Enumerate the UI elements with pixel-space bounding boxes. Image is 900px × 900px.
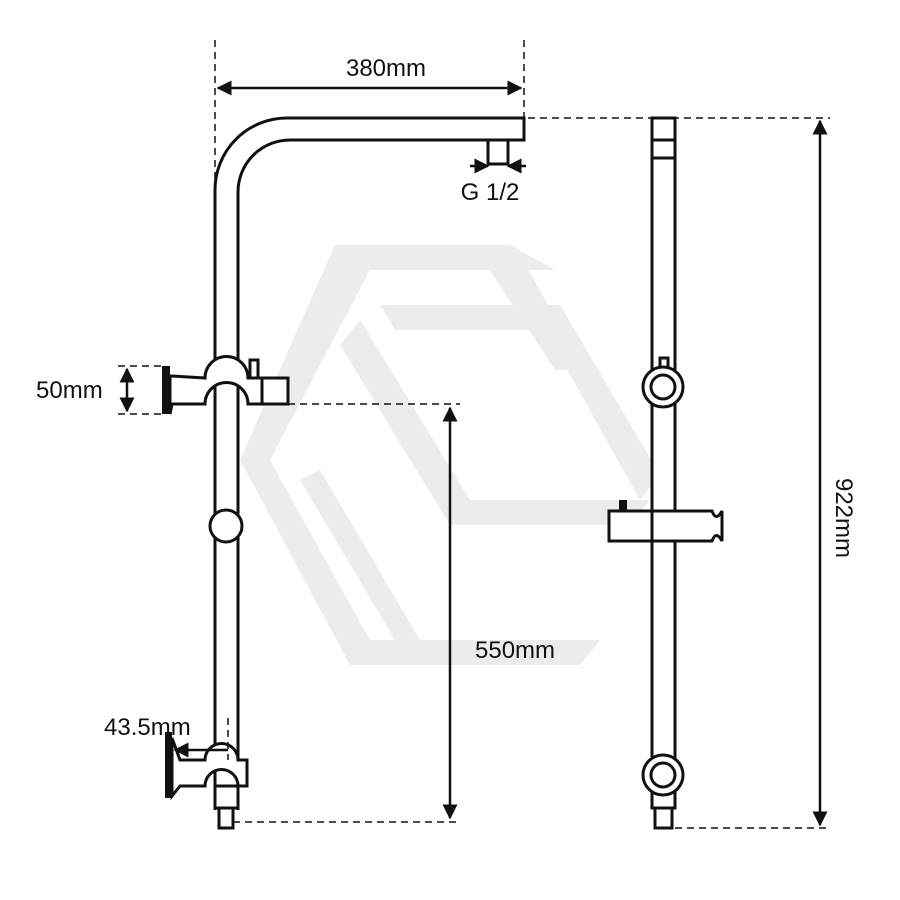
- dimension-lines: [118, 40, 830, 829]
- shower-rail-left-view: [162, 116, 526, 830]
- dimension-labels: 380mm G 1/2 50mm 550mm 43.5mm 922mm: [36, 55, 857, 741]
- label-bracket-height: 50mm: [36, 377, 103, 404]
- label-rail-length: 550mm: [475, 637, 555, 664]
- shower-rail-side-view: [607, 116, 724, 830]
- outlet-thread: [486, 138, 510, 166]
- label-thread: G 1/2: [461, 179, 520, 206]
- label-arm-length: 380mm: [346, 55, 426, 82]
- label-total-height: 922mm: [830, 478, 857, 558]
- label-bracket-offset: 43.5mm: [104, 714, 191, 741]
